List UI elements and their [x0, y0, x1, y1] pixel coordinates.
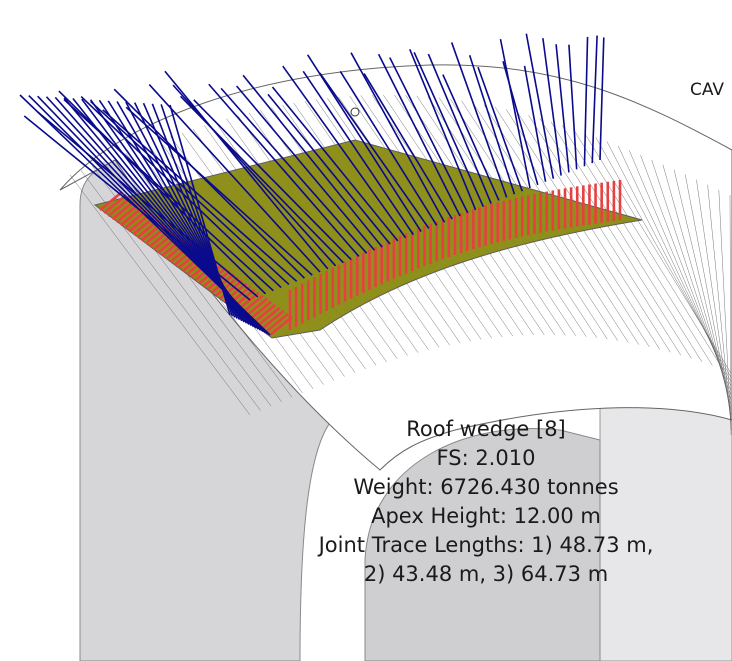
wedge-weight: Weight: 6726.430 tonnes [262, 473, 710, 502]
joint-lengths-line-1: Joint Trace Lengths: 1) 48.73 m, [262, 531, 710, 560]
wedge-title: Roof wedge [8] [262, 415, 710, 444]
safety-factor: FS: 2.010 [262, 444, 710, 473]
wedge-info-panel: Roof wedge [8] FS: 2.010 Weight: 6726.43… [262, 415, 710, 589]
cavern-side-label: CAV [690, 80, 724, 100]
joint-lengths-line-2: 2) 43.48 m, 3) 64.73 m [262, 560, 710, 589]
apex-height: Apex Height: 12.00 m [262, 502, 710, 531]
